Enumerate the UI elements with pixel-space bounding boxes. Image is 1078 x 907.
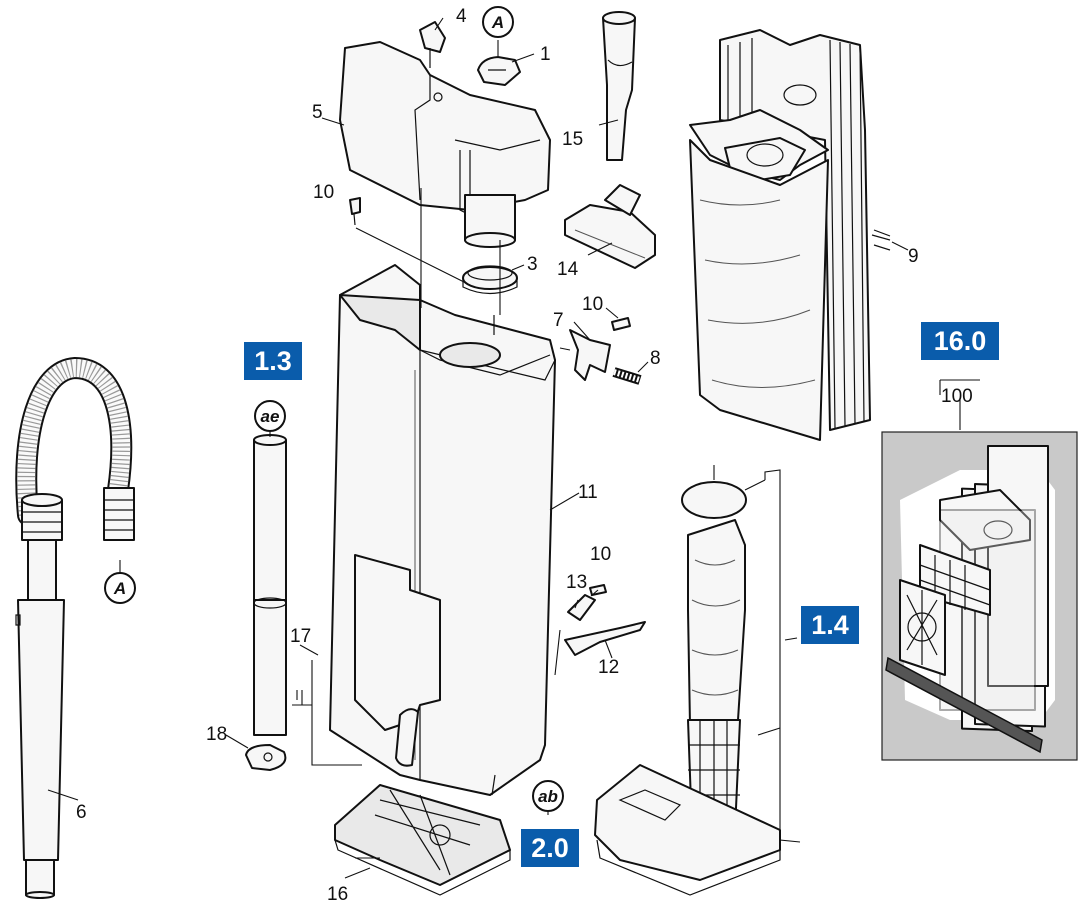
marker-ae: ae: [254, 400, 286, 432]
part-12-bracket: [564, 621, 646, 656]
label-part-3: 3: [527, 254, 538, 275]
label-part-1: 1: [540, 44, 551, 65]
kit-motor-filter: [899, 579, 946, 676]
part-7-bracket: [569, 329, 611, 381]
label-part-14: 14: [557, 259, 579, 280]
hose-assembly: [15, 356, 135, 899]
label-part-9: 9: [908, 246, 919, 267]
label-part-4: 4: [456, 6, 467, 27]
tube-sections: [253, 434, 312, 736]
part-4-latch: [419, 21, 446, 68]
part-15-crevice-tool: [602, 11, 636, 161]
part-3-seal: [462, 265, 518, 295]
top-lid: [339, 41, 551, 248]
marker-a-top: A: [482, 6, 514, 38]
part-10-screw-mid: [611, 317, 631, 331]
part-8-spring: [612, 367, 642, 385]
label-part-10-left: 10: [313, 182, 334, 203]
label-part-100: 100: [941, 386, 973, 407]
label-part-15: 15: [562, 129, 583, 150]
part-16-base-plate: [334, 784, 511, 896]
ref-box-16-0[interactable]: 16.0: [921, 322, 999, 360]
label-part-11: 11: [578, 482, 598, 503]
label-part-10-mid: 10: [582, 294, 603, 315]
ref-box-1-3[interactable]: 1.3: [244, 342, 302, 380]
marker-a-hose: A: [104, 572, 136, 604]
marker-ae-label: ae: [261, 407, 280, 426]
ref-box-2-0[interactable]: 2.0: [521, 829, 579, 867]
part-14-nozzle: [564, 184, 656, 269]
ref-box-1-3-label: 1.3: [254, 346, 292, 376]
ref-box-2-0-label: 2.0: [531, 833, 569, 863]
label-part-6: 6: [76, 802, 87, 823]
part-18-clip: [245, 744, 287, 771]
part-number-labels: 1 3 4 5 6 7 8 9 10 10 10 11 12 13 14 15 …: [76, 6, 973, 905]
part-9-filter-bags: [689, 29, 891, 441]
leader-lines: [47, 17, 980, 879]
kit-panel: [881, 431, 1078, 761]
part-10-screw-left: [349, 197, 471, 286]
main-housing: [329, 264, 556, 796]
part-1-ring: [477, 56, 521, 86]
ref-box-1-4-label: 1.4: [811, 610, 849, 640]
label-part-13: 13: [566, 572, 587, 593]
label-part-18: 18: [206, 724, 227, 745]
label-part-12: 12: [598, 657, 619, 678]
part-13-clip: [567, 594, 596, 621]
marker-a-hose-label: A: [113, 579, 126, 598]
marker-ab-label: ab: [538, 787, 558, 806]
ref-box-1-4[interactable]: 1.4: [801, 606, 859, 644]
ref-box-16-0-label: 16.0: [933, 326, 987, 356]
label-part-17: 17: [290, 626, 311, 647]
label-part-10-low: 10: [590, 544, 611, 565]
label-part-7: 7: [553, 310, 564, 331]
label-part-5: 5: [312, 102, 323, 123]
label-part-8: 8: [650, 348, 661, 369]
marker-a-top-label: A: [491, 13, 504, 32]
filter-basket: [681, 481, 747, 839]
kit-squeegee: [885, 656, 1043, 754]
base-plate-right: [594, 764, 781, 896]
marker-ab: ab: [532, 780, 564, 812]
label-part-16: 16: [327, 884, 348, 905]
